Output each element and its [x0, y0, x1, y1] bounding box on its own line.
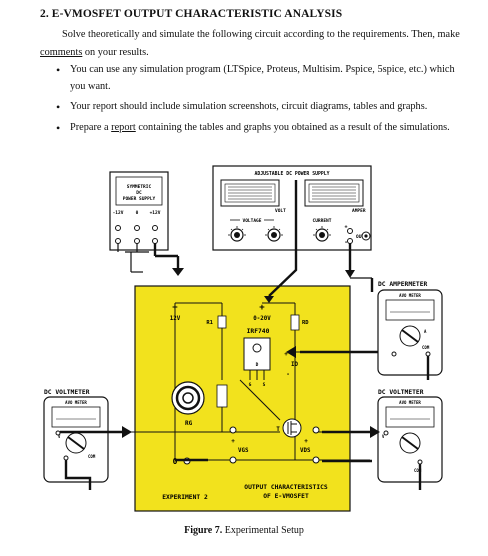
supply-wires	[153, 180, 352, 297]
left-dc-voltmeter: DC VOLTMETER AVO METER V COM	[43, 389, 109, 483]
rd-resistor	[290, 314, 300, 331]
svg-text:-: -	[344, 239, 348, 246]
svg-text:DC: DC	[136, 190, 142, 196]
requirements-list: You can use any simulation program (LTSp…	[56, 62, 456, 140]
voltage-knob-coarse	[228, 226, 246, 242]
svg-text:V: V	[382, 434, 385, 439]
svg-text:+: +	[259, 303, 265, 313]
right-dc-voltmeter: DC VOLTMETER AVO METER V COM	[377, 389, 443, 483]
svg-text:-12V: -12V	[113, 210, 124, 216]
id-label: ID	[291, 362, 298, 368]
svg-text:V: V	[58, 434, 61, 439]
adjustable-power-supply: ADJUSTABLE DC POWER SUPPLY VOLT AMPER VO…	[212, 165, 372, 251]
vds-label: VDS	[300, 448, 311, 454]
vgs-label: VGS	[238, 448, 249, 454]
svg-text:+: +	[304, 438, 308, 445]
svg-text:ADJUSTABLE DC POWER SUPPLY: ADJUSTABLE DC POWER SUPPLY	[254, 171, 329, 177]
svg-text:DC VOLTMETER: DC VOLTMETER	[44, 389, 90, 396]
list-item: Prepare a report containing the tables a…	[56, 120, 456, 137]
svg-text:+: +	[284, 351, 288, 358]
svg-text:COM: COM	[88, 454, 96, 459]
svg-text:VOLT: VOLT	[275, 208, 286, 214]
intro-paragraph: Solve theoretically and simulate the fol…	[40, 26, 460, 62]
comments-link[interactable]: comments	[40, 47, 83, 58]
svg-text:AVO METER: AVO METER	[65, 400, 87, 405]
current-knob	[313, 226, 331, 242]
svg-text:+: +	[231, 438, 235, 445]
svg-text:DC AMPERMETER: DC AMPERMETER	[378, 281, 427, 288]
svg-text:COM: COM	[422, 345, 430, 350]
svg-text:G: G	[249, 382, 252, 388]
range-label: 0-20V	[253, 316, 271, 322]
symmetric-power-supply: SYMMETRIC DC POWER SUPPLY -12V 0 +12V	[109, 171, 169, 251]
svg-text:AMPER: AMPER	[352, 208, 366, 214]
report-link[interactable]: report	[111, 121, 136, 133]
dc-ampermeter: DC AMPERMETER AVO METER A COM	[377, 281, 443, 376]
svg-text:A: A	[424, 329, 427, 334]
section-heading: 2. E-VMOSFET OUTPUT CHARACTERISTIC ANALY…	[40, 8, 343, 20]
svg-text:T: T	[276, 426, 280, 433]
svg-text:OUT: OUT	[356, 234, 364, 240]
svg-text:D: D	[256, 362, 259, 368]
list-item: Your report should include simulation sc…	[56, 99, 456, 116]
figure-caption: Figure 7. Experimental Setup	[0, 525, 488, 536]
r1-resistor	[217, 315, 227, 329]
intro-text: Solve theoretically and simulate the fol…	[62, 29, 460, 40]
svg-text:COM: COM	[414, 468, 422, 473]
svg-text:SYMMETRIC: SYMMETRIC	[127, 184, 152, 190]
voltage-knob-fine	[265, 226, 283, 242]
rg-potentiometer	[171, 381, 228, 415]
experiment-label: EXPERIMENT 2	[162, 494, 208, 501]
experimental-setup-figure: SYMMETRIC DC POWER SUPPLY -12V 0 +12V AD…	[43, 165, 443, 512]
intro-tail: on your results.	[84, 47, 149, 58]
svg-text:CURRENT: CURRENT	[313, 218, 332, 224]
board-title-line1: OUTPUT CHARACTERISTICS	[244, 484, 328, 491]
board-title-line2: OF E-VMOSFET	[263, 493, 309, 500]
caption-text: Experimental Setup	[224, 525, 304, 536]
ground-label: 0	[173, 457, 178, 466]
svg-text:AVO METER: AVO METER	[399, 400, 421, 405]
svg-text:0: 0	[136, 210, 139, 216]
list-item: You can use any simulation program (LTSp…	[56, 62, 456, 95]
svg-text:DC VOLTMETER: DC VOLTMETER	[378, 389, 424, 396]
svg-text:+12V: +12V	[150, 210, 161, 216]
svg-text:R1: R1	[206, 320, 213, 326]
svg-text:POWER SUPPLY: POWER SUPPLY	[123, 196, 156, 202]
caption-label: Figure 7.	[184, 525, 223, 536]
irf740-package: D G S	[243, 337, 271, 388]
svg-text:+: +	[344, 224, 347, 230]
device-label: IRF740	[247, 328, 270, 335]
experiment-board	[134, 285, 351, 512]
svg-text:RG: RG	[185, 420, 193, 427]
svg-text:RD: RD	[302, 320, 309, 326]
svg-text:VOLTAGE: VOLTAGE	[243, 218, 262, 224]
svg-text:S: S	[263, 382, 266, 388]
svg-text:-: -	[286, 371, 290, 378]
svg-text:AVO METER: AVO METER	[399, 293, 421, 298]
mosfet-symbol	[282, 418, 302, 438]
